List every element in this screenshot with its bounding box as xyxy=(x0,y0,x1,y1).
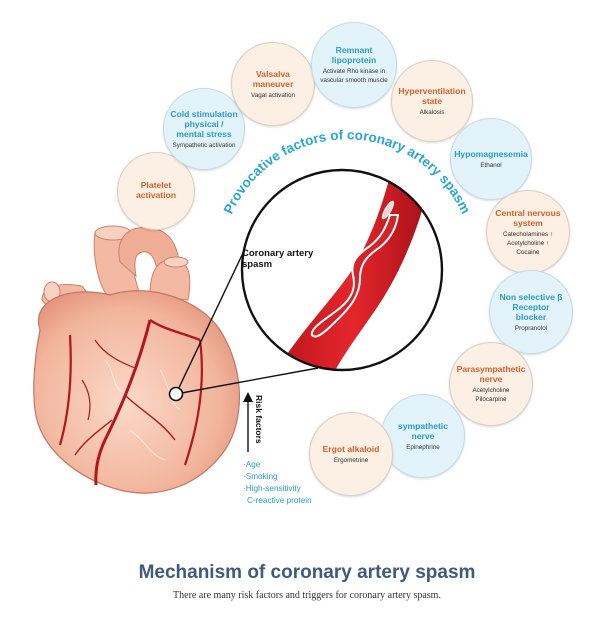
factor-title: Remnant lipoprotein xyxy=(331,45,377,65)
risk-item-crp-cont: C-reactive protein xyxy=(247,496,312,505)
factor-title: sympathetic nerve xyxy=(397,420,449,441)
factor-detail: Propranolol xyxy=(514,324,548,332)
factor-detail: Sympathetic activation xyxy=(172,141,236,149)
factor-detail: Alkalosis xyxy=(419,108,445,116)
factor-detail: Ergometrine xyxy=(333,456,369,464)
factor-title: Parasympathetic nerve xyxy=(456,364,526,384)
factor-parasympathetic-nerve: Parasympathetic nerve Acetylcholine Pilo… xyxy=(449,342,533,426)
heart-illustration xyxy=(33,225,240,494)
main-title: Mechanism of coronary artery spasm xyxy=(138,562,476,583)
factor-beta-blocker: Non selective β Receptor blocker Propran… xyxy=(489,270,573,354)
risk-heading: Risk factors xyxy=(254,395,264,444)
factor-title: Ergot alkaloid xyxy=(322,443,380,454)
risk-item-smoking: ·Smoking xyxy=(243,472,278,481)
factor-platelet-activation: Platelet activation xyxy=(117,152,195,230)
factor-title: Hyperventilation state xyxy=(398,85,466,106)
factor-detail: Activate Rho kinase in vascular smooth m… xyxy=(320,68,388,84)
factor-central-nervous-system: Central nervous system Catecholamines ↑ … xyxy=(486,190,570,274)
caption: There are many risk factors and triggers… xyxy=(173,590,441,601)
factor-cold-stimulation: Cold stimulation physical / mental stres… xyxy=(163,88,245,170)
factor-title: Non selective β Receptor blocker xyxy=(499,291,563,322)
factor-remnant-lipoprotein: Remnant lipoprotein Activate Rho kinase … xyxy=(311,22,397,108)
focus-label: Coronary artery spasm xyxy=(242,248,314,270)
factor-title: Hypomagnesemia xyxy=(454,148,528,159)
factor-detail: Vagal activation xyxy=(251,91,295,99)
factor-detail: Catecholamines ↑ Acetylcholine ↑ Cocaine xyxy=(502,230,554,256)
risk-factor-list: ·Age ·Smoking ·High-sensitivity C-reacti… xyxy=(243,459,312,507)
risk-arrow xyxy=(243,392,253,452)
factor-hypomagnesemia: Hypomagnesemia Ethanol xyxy=(450,118,532,200)
risk-item-crp: ·High-sensitivity xyxy=(243,484,301,493)
risk-item-age: ·Age xyxy=(243,460,261,469)
factor-title: Central nervous system xyxy=(495,207,561,228)
factor-title: Cold stimulation physical / mental stres… xyxy=(170,108,238,139)
factor-ergot-alkaloid: Ergot alkaloid Ergometrine xyxy=(309,412,393,496)
factor-detail: Epinephrine xyxy=(406,443,440,451)
factor-valsalva-maneuver: Valsalva maneuver Vagal activation xyxy=(231,42,315,126)
factor-detail: Ethanol xyxy=(480,161,502,169)
factor-hyperventilation: Hyperventilation state Alkalosis xyxy=(391,60,473,142)
factor-title: Valsalva maneuver xyxy=(252,68,294,89)
spasm-site-marker xyxy=(168,386,184,402)
factor-sympathetic-nerve: sympathetic nerve Epinephrine xyxy=(381,394,465,478)
factor-detail: Acetylcholine Pilocarpine xyxy=(472,387,510,403)
factor-title: Platelet activation xyxy=(135,180,177,200)
magnified-artery-view xyxy=(240,168,444,372)
